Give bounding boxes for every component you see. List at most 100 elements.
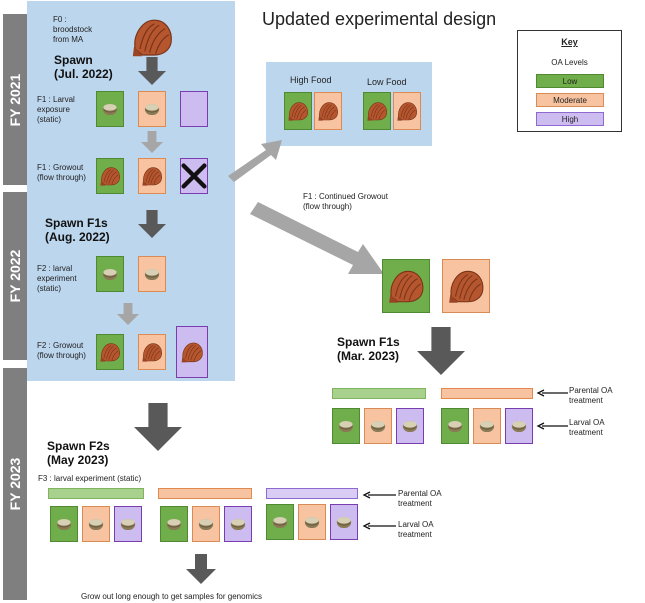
fy-2021-label: FY 2021 (7, 73, 23, 126)
may-larval-low-2 (160, 506, 188, 542)
larva-icon (85, 513, 107, 535)
broodstock-scallop-icon (128, 13, 176, 61)
larva-icon (301, 511, 323, 533)
key-high: High (536, 112, 604, 126)
mar-larval-moderate-2 (473, 408, 501, 444)
may-larval-moderate-2 (192, 506, 220, 542)
parental-oa-label-mar: Parental OA treatment (569, 386, 613, 405)
mar-larval-moderate-1 (364, 408, 392, 444)
arrow-down-small-icon (117, 302, 139, 326)
fy-2022-bar: FY 2022 (3, 192, 27, 360)
key-low: Low (536, 74, 604, 88)
larval-oa-label-mar: Larval OA treatment (569, 418, 605, 437)
mar-larval-low-2 (441, 408, 469, 444)
fy-2022-label: FY 2022 (7, 249, 23, 303)
scallop-icon (316, 99, 340, 123)
arrow-down-icon (134, 392, 182, 462)
low-food-label: Low Food (367, 77, 407, 87)
f1-growout-high (180, 158, 208, 194)
arrow-to-continued-growout-icon (250, 202, 384, 274)
f2-growout-label: F2 : Growout (flow through) (37, 341, 86, 360)
scallop-icon (98, 164, 122, 188)
may-larval-high-2 (224, 506, 252, 542)
continued-growout-moderate (442, 259, 490, 313)
key-title: Key (561, 37, 578, 47)
scallop-icon (395, 99, 419, 123)
oa-key: Key OA Levels Low Moderate High (517, 30, 622, 132)
parental-bar-moderate-mar (441, 388, 533, 399)
arrow-down-small-icon (141, 130, 163, 154)
larva-icon (333, 511, 355, 533)
spawn-f2s-label: Spawn F2s (May 2023) (47, 439, 110, 467)
parental-bar-high-may (266, 488, 358, 499)
fy-2023-bar: FY 2023 (3, 368, 27, 600)
parental-bar-low-may (48, 488, 144, 499)
mar-larval-low-1 (332, 408, 360, 444)
f1-larval-low (96, 91, 124, 127)
f1-larval-high (180, 91, 208, 127)
f1-growout-label: F1 : Growout (flow through) (37, 163, 86, 182)
low-food-low (363, 92, 391, 130)
arrow-to-food-icon (228, 140, 282, 182)
arrow-down-icon (417, 326, 465, 376)
larva-icon (117, 513, 139, 535)
may-larval-high-1 (114, 506, 142, 542)
larva-icon (99, 98, 121, 120)
larva-icon (163, 513, 185, 535)
larva-icon (53, 513, 75, 535)
arrow-left-icon (536, 389, 568, 397)
bottom-note: Grow out long enough to get samples for … (81, 592, 262, 601)
larva-icon (227, 513, 249, 535)
fy-2021-bar: FY 2021 (3, 14, 27, 185)
larva-icon (508, 415, 530, 437)
f2-larval-moderate (138, 256, 166, 292)
high-food-moderate (314, 92, 342, 130)
larva-icon (141, 263, 163, 285)
larva-icon (444, 415, 466, 437)
f2-growout-high (176, 326, 208, 378)
f1-larval-label: F1 : Larval exposure (static) (37, 95, 75, 124)
larva-icon (335, 415, 357, 437)
larva-icon (141, 98, 163, 120)
larva-icon (195, 513, 217, 535)
f1-larval-moderate (138, 91, 166, 127)
scallop-icon (286, 99, 310, 123)
cross-icon (181, 163, 207, 189)
high-food-label: High Food (290, 75, 332, 85)
f1-growout-low (96, 158, 124, 194)
spawn-jul-label: Spawn (Jul. 2022) (54, 53, 113, 81)
may-larval-low-3 (266, 504, 294, 540)
may-larval-moderate-3 (298, 504, 326, 540)
spawn-f1s-aug-label: Spawn F1s (Aug. 2022) (45, 216, 110, 244)
f3-label: F3 : larval experiment (static) (38, 474, 142, 483)
arrow-left-icon (362, 522, 396, 530)
f2-growout-moderate (138, 334, 166, 370)
diagram-title: Updated experimental design (262, 9, 497, 29)
f2-growout-low (96, 334, 124, 370)
low-food-moderate (393, 92, 421, 130)
key-subtitle: OA Levels (551, 58, 588, 67)
arrow-left-icon (362, 491, 396, 499)
larva-icon (99, 263, 121, 285)
arrow-left-icon (536, 422, 568, 430)
larva-icon (399, 415, 421, 437)
scallop-icon (140, 340, 164, 364)
parental-bar-moderate-may (158, 488, 252, 499)
f0-label: F0 : broodstock from MA (53, 15, 93, 44)
arrow-down-icon (138, 56, 166, 86)
parental-bar-low-mar (332, 388, 426, 399)
larva-icon (367, 415, 389, 437)
arrow-down-icon (138, 208, 166, 240)
f1-growout-moderate (138, 158, 166, 194)
scallop-icon (179, 339, 205, 365)
scallop-icon (445, 265, 487, 307)
parental-oa-label-may: Parental OA treatment (398, 489, 442, 508)
f2-larval-label: F2 : larval experiment (static) (37, 264, 77, 293)
larval-oa-label-may: Larval OA treatment (398, 520, 434, 539)
mar-larval-high-1 (396, 408, 424, 444)
larva-icon (476, 415, 498, 437)
scallop-icon (140, 164, 164, 188)
larva-icon (269, 511, 291, 533)
arrow-down-icon (186, 552, 216, 586)
scallop-icon (385, 265, 427, 307)
